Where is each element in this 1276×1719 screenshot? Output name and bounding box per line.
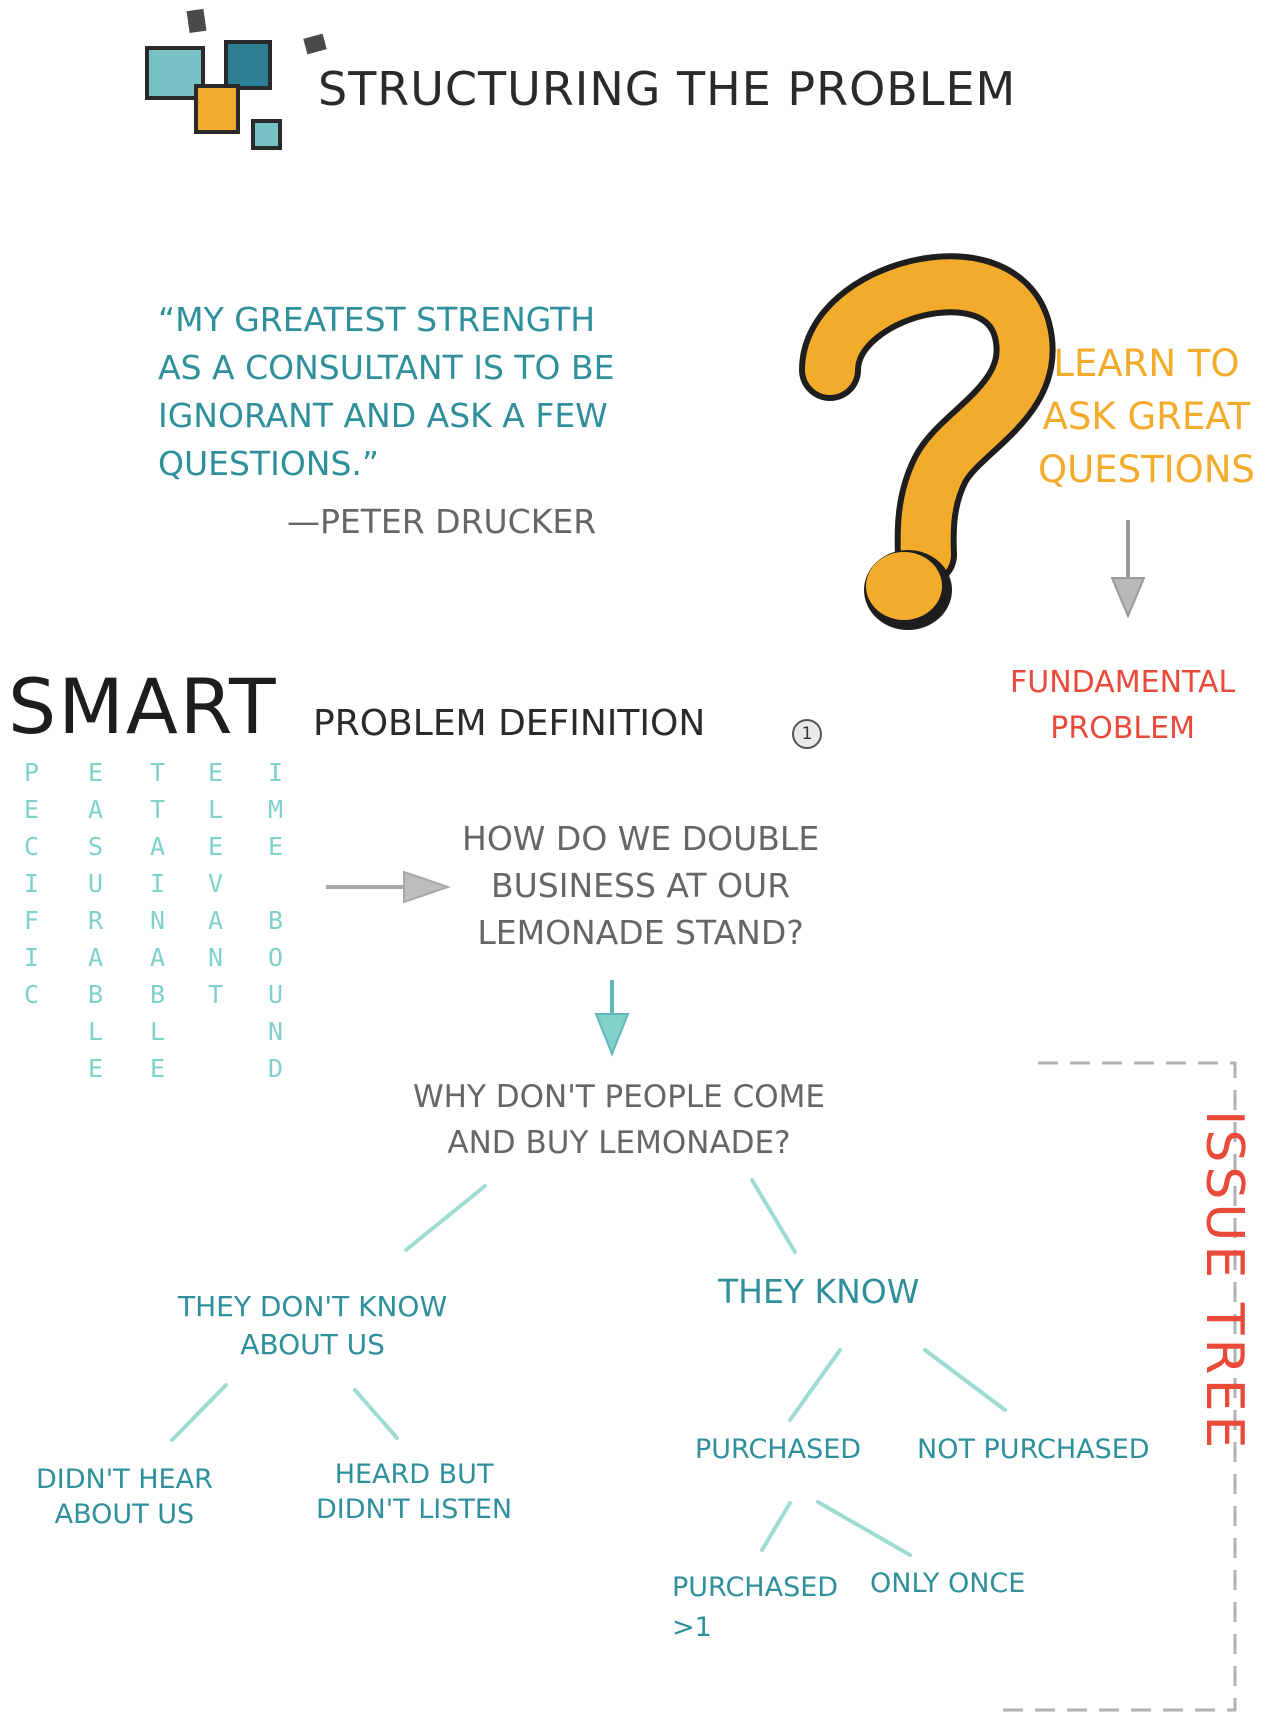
main-question-line: LEMONADE STAND? xyxy=(477,913,804,952)
issue-tree-bracket xyxy=(1000,1061,1237,1712)
node-line: ABOUT US xyxy=(54,1499,195,1530)
quote-line: “MY GREATEST STRENGTH xyxy=(158,300,596,339)
drucker-quote: “MY GREATEST STRENGTH AS A CONSULTANT IS… xyxy=(158,296,615,488)
main-question-line: BUSINESS AT OUR xyxy=(491,866,791,905)
fund-line: FUNDAMENTAL xyxy=(1010,665,1236,700)
learn-line: LEARN TO xyxy=(1053,342,1240,385)
node-line: DIDN'T LISTEN xyxy=(316,1494,513,1525)
tree-node-purchased: PURCHASED xyxy=(695,1434,862,1465)
issue-tree-label: ISSUE TREE xyxy=(1194,1110,1254,1453)
tree-node-purchased-more-than-once: PURCHASED >1 xyxy=(672,1568,838,1648)
tree-connectors xyxy=(170,1178,1007,1557)
tree-node-not-purchased: NOT PURCHASED xyxy=(917,1434,1150,1465)
quote-line: AS A CONSULTANT IS TO BE xyxy=(158,348,615,387)
page-title: STRUCTURING THE PROBLEM xyxy=(318,62,1017,116)
learn-line: QUESTIONS xyxy=(1038,448,1255,491)
node-line: >1 xyxy=(672,1612,712,1643)
learn-to-ask-label: LEARN TO ASK GREAT QUESTIONS xyxy=(1038,337,1255,496)
logo-squares xyxy=(145,8,327,150)
fund-line: PROBLEM xyxy=(1050,711,1195,746)
node-line: THEY DON'T KNOW xyxy=(178,1290,448,1323)
arrow-down-icon xyxy=(1110,520,1146,619)
node-line: HEARD BUT xyxy=(334,1459,494,1490)
quote-line: QUESTIONS.” xyxy=(158,444,380,483)
arrow-down-teal-icon xyxy=(594,980,630,1057)
node-line: ABOUT US xyxy=(240,1328,385,1361)
arrow-right-icon xyxy=(326,870,452,904)
learn-line: ASK GREAT xyxy=(1042,395,1251,438)
main-question: HOW DO WE DOUBLE BUSINESS AT OUR LEMONAD… xyxy=(462,815,819,956)
tree-node-only-once: ONLY ONCE xyxy=(870,1568,1026,1599)
why-question-line: AND BUY LEMONADE? xyxy=(447,1125,791,1161)
node-line: PURCHASED xyxy=(672,1572,839,1603)
tree-node-heard-didnt-listen: HEARD BUT DIDN'T LISTEN xyxy=(316,1457,512,1527)
why-question-line: WHY DON'T PEOPLE COME xyxy=(413,1079,825,1115)
smart-heading: SMART xyxy=(8,662,278,751)
tree-node-dont-know: THEY DON'T KNOW ABOUT US xyxy=(178,1288,447,1364)
tree-node-they-know: THEY KNOW xyxy=(718,1272,920,1311)
tree-node-didnt-hear: DIDN'T HEAR ABOUT US xyxy=(36,1462,213,1532)
step-number-badge: 1 xyxy=(792,719,822,749)
node-line: DIDN'T HEAR xyxy=(36,1464,213,1495)
quote-author: —PETER DRUCKER xyxy=(287,502,597,541)
fundamental-problem-label: FUNDAMENTAL PROBLEM xyxy=(1010,660,1235,752)
question-mark-icon xyxy=(799,253,1056,630)
problem-definition-heading: PROBLEM DEFINITION xyxy=(313,703,706,744)
main-question-line: HOW DO WE DOUBLE xyxy=(462,819,820,858)
quote-line: IGNORANT AND ASK A FEW xyxy=(158,396,608,435)
why-question: WHY DON'T PEOPLE COME AND BUY LEMONADE? xyxy=(413,1074,825,1166)
